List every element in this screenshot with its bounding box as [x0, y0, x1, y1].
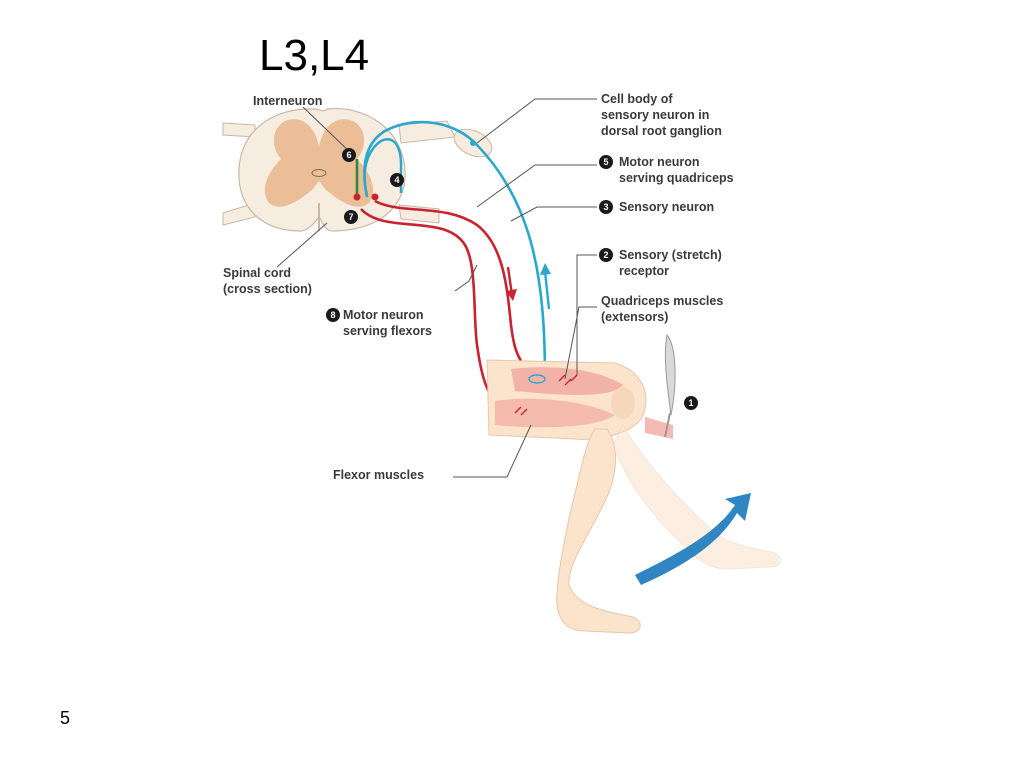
leg-outline-icon	[486, 359, 782, 634]
knee-jerk-reflex-diagram: Interneuron Cell body of sensory neuron …	[215, 85, 815, 645]
label-cell-body-line3: dorsal root ganglion	[601, 124, 722, 138]
label-sensory-neuron: Sensory neuron	[619, 200, 714, 214]
label-quadriceps-line2: (extensors)	[601, 310, 668, 324]
step-marker-3: 3	[599, 200, 613, 214]
svg-text:7: 7	[348, 212, 353, 222]
label-cell-body-line1: Cell body of	[601, 92, 673, 106]
step-marker-5: 5	[599, 155, 613, 169]
svg-text:2: 2	[603, 250, 608, 260]
label-motor-quadriceps-line2: serving quadriceps	[619, 171, 734, 185]
label-motor-quadriceps-line1: Motor neuron	[619, 155, 700, 169]
label-receptor-line2: receptor	[619, 264, 669, 278]
svg-text:6: 6	[346, 150, 351, 160]
spinal-cord-cross-section-icon	[222, 107, 493, 232]
step-marker-4: 4	[390, 173, 404, 187]
label-receptor-line1: Sensory (stretch)	[619, 248, 722, 262]
step-marker-2: 2	[599, 248, 613, 262]
sensory-direction-arrow-icon	[540, 263, 551, 310]
svg-text:5: 5	[603, 157, 608, 167]
label-spinal-cord-line2: (cross section)	[223, 282, 312, 296]
movement-arrow-icon	[635, 493, 751, 585]
step-marker-1: 1	[684, 396, 698, 410]
slide-number: 5	[60, 708, 71, 728]
svg-text:8: 8	[330, 310, 335, 320]
label-quadriceps-line1: Quadriceps muscles	[601, 294, 723, 308]
step-marker-7: 7	[344, 210, 358, 224]
step-marker-8: 8	[326, 308, 340, 322]
label-cell-body-line2: sensory neuron in	[601, 108, 709, 122]
label-motor-flexors-line1: Motor neuron	[343, 308, 424, 322]
label-flexor-muscles: Flexor muscles	[333, 468, 424, 482]
step-marker-6: 6	[342, 148, 356, 162]
label-interneuron: Interneuron	[253, 94, 322, 108]
label-spinal-cord-line1: Spinal cord	[223, 266, 291, 280]
sensory-neuron-pathway	[363, 120, 547, 381]
leader-lines	[276, 98, 597, 478]
label-motor-flexors-line2: serving flexors	[343, 324, 432, 338]
svg-text:3: 3	[603, 202, 608, 212]
slide-title: L3,L4	[259, 31, 370, 80]
svg-text:1: 1	[688, 398, 693, 408]
motor-direction-arrow-icon	[506, 266, 517, 301]
svg-text:4: 4	[394, 175, 399, 185]
reflex-hammer-icon	[664, 333, 676, 438]
